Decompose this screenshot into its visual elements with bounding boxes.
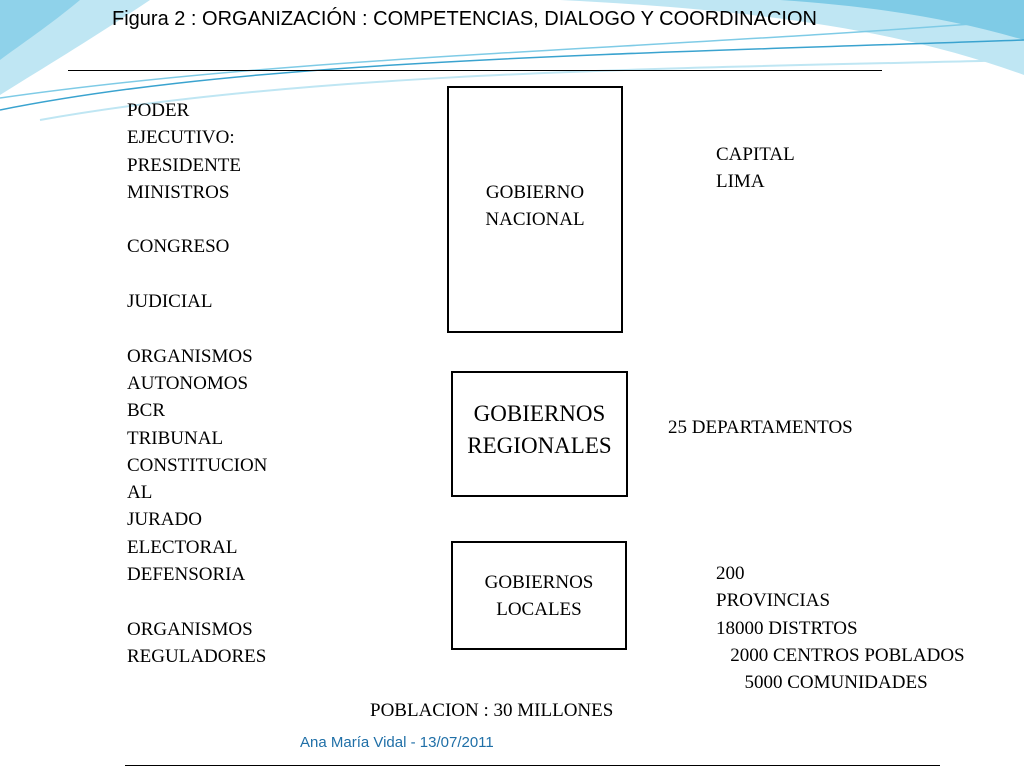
page-title: Figura 2 : ORGANIZACIÓN : COMPETENCIAS, … — [112, 8, 817, 30]
footer-rule — [125, 765, 940, 766]
title-underline — [68, 70, 882, 71]
box-gobiernos-locales-label: GOBIERNOS LOCALES — [484, 571, 594, 620]
left-column-text: PODER EJECUTIVO: PRESIDENTE MINISTROS CO… — [127, 100, 268, 667]
locales-detail-text: 200 PROVINCIAS 18000 DISTRTOS 2000 CENTR… — [716, 563, 965, 694]
box-gobiernos-regionales-label: GOBIERNOS REGIONALES — [467, 401, 612, 458]
wave-band-right — [560, 0, 1024, 75]
box-gobiernos-locales: GOBIERNOS LOCALES — [451, 541, 627, 650]
wave-line-3 — [39, 59, 1024, 121]
wave-band-left-inner — [0, 0, 80, 60]
box-gobierno-nacional-label: GOBIERNO NACIONAL — [485, 182, 585, 230]
wave-band-right-inner — [780, 0, 1024, 40]
wave-line-2 — [0, 19, 1024, 99]
wave-decoration — [0, 0, 1024, 121]
box-gobiernos-regionales: GOBIERNOS REGIONALES — [451, 371, 628, 497]
capital-text: CAPITAL LIMA — [716, 144, 795, 193]
poblacion-text: POBLACION : 30 MILLONES — [370, 700, 614, 721]
departamentos-text: 25 DEPARTAMENTOS — [668, 417, 853, 438]
footer-author: Ana María Vidal - 13/07/2011 — [300, 734, 494, 751]
box-gobierno-nacional: GOBIERNO NACIONAL — [447, 86, 623, 333]
wave-line-1 — [0, 39, 1024, 111]
